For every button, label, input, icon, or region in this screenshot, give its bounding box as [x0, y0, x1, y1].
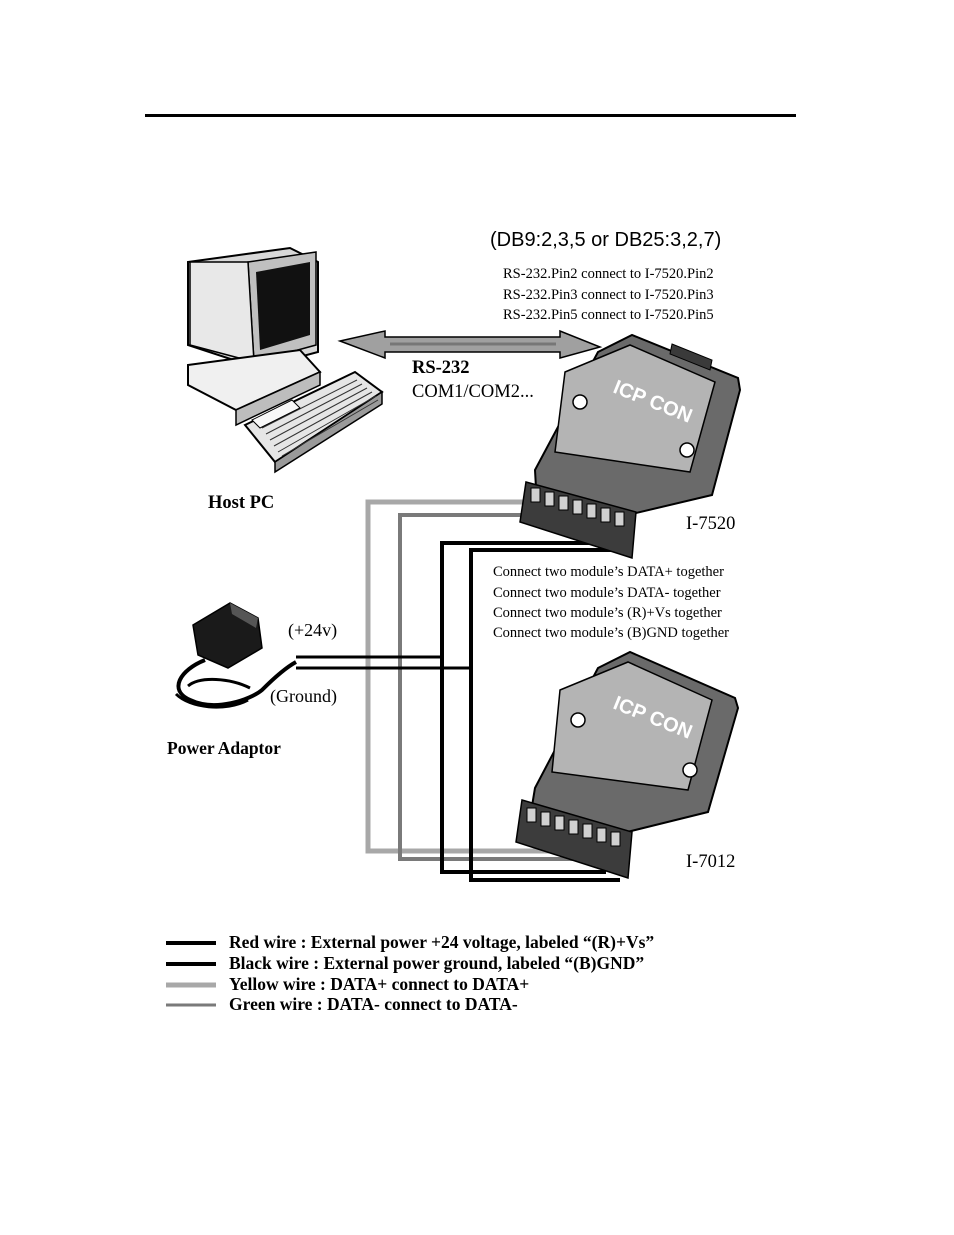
- db-pin-heading: (DB9:2,3,5 or DB25:3,2,7): [490, 229, 722, 251]
- legend-item-green: Green wire : DATA- connect to DATA-: [229, 994, 518, 1014]
- pin-line: RS-232.Pin2 connect to I-7520.Pin2: [503, 266, 714, 282]
- module-i7520-icon: ICP CON: [519, 333, 742, 560]
- com-port-label: COM1/COM2...: [412, 382, 534, 402]
- rs232-double-arrow: [337, 329, 603, 360]
- connect-line: Connect two module’s (B)GND together: [493, 625, 729, 641]
- wire-green: [398, 513, 582, 861]
- wire-black: [469, 548, 620, 882]
- host-pc-icon: [187, 246, 384, 474]
- rs232-label: RS-232: [412, 358, 470, 378]
- module-bottom-name: I-7012: [686, 852, 736, 872]
- legend-swatches: [166, 941, 216, 1007]
- legend-item-red: Red wire : External power +24 voltage, l…: [229, 932, 655, 952]
- plus-24v-label: (+24v): [288, 620, 338, 640]
- legend-item-yellow: Yellow wire : DATA+ connect to DATA+: [229, 974, 530, 994]
- pin-line: RS-232.Pin5 connect to I-7520.Pin5: [503, 307, 714, 323]
- connect-line: Connect two module’s DATA+ together: [493, 564, 724, 580]
- power-adaptor-icon: [174, 602, 297, 709]
- pin-line: RS-232.Pin3 connect to I-7520.Pin3: [503, 287, 714, 303]
- ground-label: (Ground): [270, 686, 337, 706]
- legend-item-black: Black wire : External power ground, labe…: [229, 953, 645, 973]
- wire-red: [440, 541, 606, 874]
- power-adaptor-label: Power Adaptor: [167, 738, 281, 758]
- power-leads: [296, 655, 471, 670]
- top-rule: [145, 114, 796, 117]
- connect-line: Connect two module’s DATA- together: [493, 585, 721, 601]
- wire-yellow: [365, 499, 562, 854]
- module-top-name: I-7520: [686, 514, 736, 534]
- connect-line: Connect two module’s (R)+Vs together: [493, 605, 722, 621]
- module-i7012-icon: ICP CON: [515, 650, 740, 880]
- host-pc-label: Host PC: [208, 493, 275, 513]
